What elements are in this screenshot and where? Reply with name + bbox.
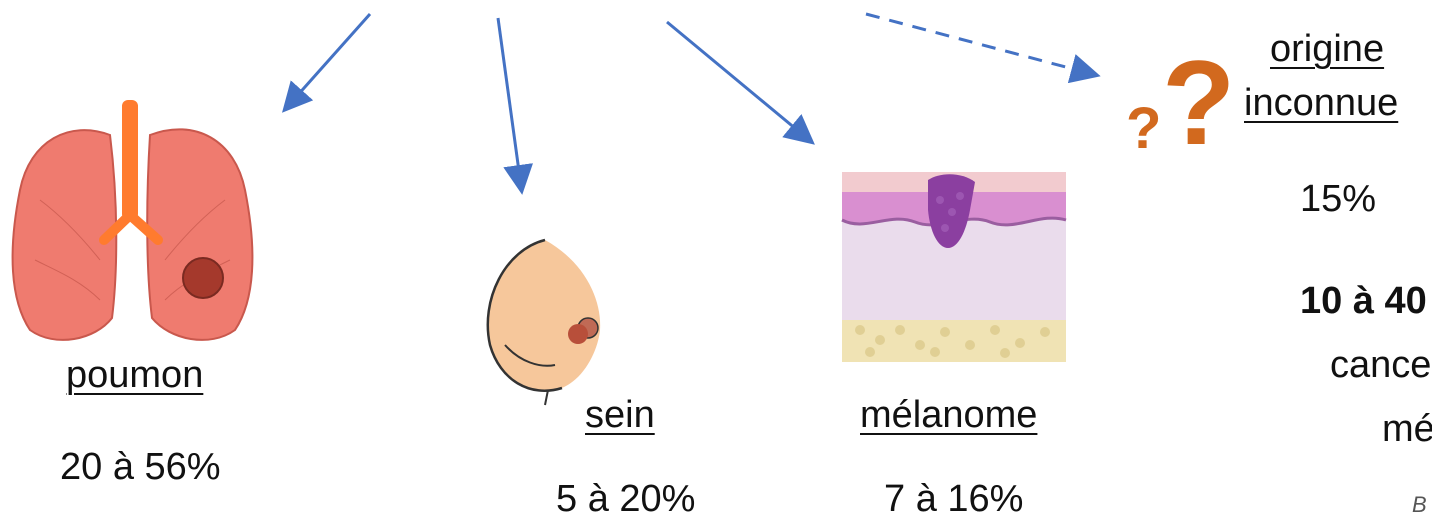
unknown-origin-label-line1: origine [1270, 30, 1384, 68]
skin-melanoma-icon [842, 172, 1066, 362]
partial-text-line3: mé [1382, 410, 1432, 448]
organ-label-lung: poumon [66, 356, 203, 394]
partial-text-line2: cance [1330, 346, 1431, 384]
arrow-to-breast [498, 18, 521, 186]
lungs-icon [13, 100, 253, 340]
tumor-icon [183, 258, 223, 298]
unknown-origin-value: 15% [1300, 180, 1376, 218]
question-mark-icon: ? ? [1126, 36, 1235, 170]
organ-range-lung: 20 à 56% [60, 448, 221, 486]
unknown-origin-label-line2: inconnue [1244, 84, 1398, 122]
arrow-to-melanoma [667, 22, 808, 139]
breast-icon [488, 240, 600, 405]
organ-label-melanoma: mélanome [860, 396, 1037, 434]
arrow-to-unknown [866, 14, 1092, 74]
svg-text:?: ? [1126, 96, 1161, 161]
svg-text:?: ? [1162, 36, 1235, 170]
arrow-to-lung [288, 14, 370, 106]
organ-range-breast: 5 à 20% [556, 480, 695, 518]
footer-reference: B [1412, 494, 1427, 516]
organ-range-melanoma: 7 à 16% [884, 480, 1023, 518]
organ-label-breast: sein [585, 396, 655, 434]
partial-text-line1: 10 à 40 [1300, 282, 1427, 320]
